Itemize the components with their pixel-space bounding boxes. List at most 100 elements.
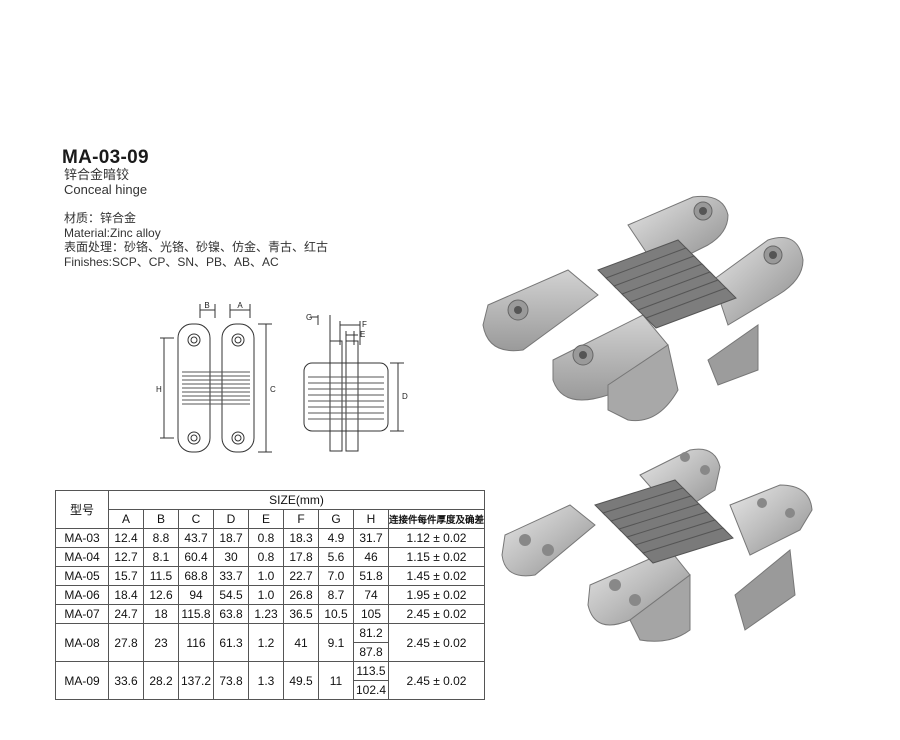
front-view-drawing: B A H C [156,301,276,453]
dim-label-b: B [204,301,209,310]
column-header: H [353,509,389,529]
cell-h: 51.8 [353,566,389,586]
cell-h: 102.4 [353,680,389,700]
cell-model: MA-09 [55,661,109,700]
cell-h: 46 [353,547,389,567]
cell-model: MA-06 [55,585,109,605]
product-name-cn: 锌合金暗铰 [64,167,130,182]
cell-e: 1.0 [248,585,284,605]
cell-e: 1.23 [248,604,284,624]
cell-a: 12.4 [108,528,144,548]
cell-a: 15.7 [108,566,144,586]
cell-f: 22.7 [283,566,319,586]
cell-model: MA-07 [55,604,109,624]
cell-f: 49.5 [283,661,319,700]
cell-tolerance: 2.45 ± 0.02 [387,661,486,700]
table-row: 102.4 [56,680,485,700]
cell-g: 8.7 [318,585,354,605]
cell-model: MA-08 [55,623,109,662]
material-cn: 材质：锌合金 [64,211,137,225]
cell-f: 18.3 [283,528,319,548]
column-header: C [178,509,214,529]
cell-e: 1.0 [248,566,284,586]
hinge-photo-top [482,195,804,422]
cell-model: MA-04 [55,547,109,567]
cell-b: 8.8 [143,528,179,548]
cell-g: 9.1 [318,623,354,662]
cell-a: 27.8 [108,623,144,662]
cell-f: 26.8 [283,585,319,605]
cell-f: 41 [283,623,319,662]
cell-h: 87.8 [353,642,389,662]
cell-a: 12.7 [108,547,144,567]
cell-f: 36.5 [283,604,319,624]
cell-h: 74 [353,585,389,605]
dim-label-h: H [156,385,162,394]
cell-c: 116 [178,623,214,662]
cell-b: 8.1 [143,547,179,567]
cell-g: 4.9 [318,528,354,548]
cell-tolerance: 2.45 ± 0.02 [387,623,486,662]
product-name-en: Conceal hinge [64,182,148,197]
cell-h: 105 [353,604,389,624]
cell-tolerance: 1.15 ± 0.02 [387,547,486,567]
dim-label-d: D [402,392,408,401]
dim-label-e: E [360,330,365,339]
cell-a: 24.7 [108,604,144,624]
cell-tolerance: 1.45 ± 0.02 [387,566,486,586]
cell-b: 11.5 [143,566,179,586]
cell-tolerance: 2.45 ± 0.02 [387,604,486,624]
cell-e: 0.8 [248,547,284,567]
column-header: G [318,509,354,529]
cell-f: 17.8 [283,547,319,567]
table-row: 87.8 [56,642,485,662]
cell-model: MA-05 [55,566,109,586]
dim-label-f: F [362,320,367,329]
model-title: MA-03-09 [62,147,149,168]
cell-d: 54.5 [213,585,249,605]
cell-h: 31.7 [353,528,389,548]
column-header: E [248,509,284,529]
cell-c: 94 [178,585,214,605]
column-header: A [108,509,144,529]
cell-d: 33.7 [213,566,249,586]
cell-d: 18.7 [213,528,249,548]
cell-c: 43.7 [178,528,214,548]
cell-c: 115.8 [178,604,214,624]
cell-tolerance: 1.95 ± 0.02 [387,585,486,605]
cell-d: 63.8 [213,604,249,624]
cell-g: 11 [318,661,354,700]
header-model: 型号 [55,490,109,529]
column-header: B [143,509,179,529]
column-header: F [283,509,319,529]
cell-d: 73.8 [213,661,249,700]
hinge-photo-bottom [501,448,813,642]
side-view-drawing: G F E D [303,313,408,452]
finish-en: Finishes:SCP、CP、SN、PB、AB、AC [64,255,279,269]
cell-e: 0.8 [248,528,284,548]
cell-d: 30 [213,547,249,567]
cell-b: 18 [143,604,179,624]
cell-a: 33.6 [108,661,144,700]
cell-g: 5.6 [318,547,354,567]
cell-b: 28.2 [143,661,179,700]
cell-h: 113.5 [353,661,389,681]
cell-b: 23 [143,623,179,662]
column-header: 连接件每件厚度及确差 [387,509,486,529]
cell-e: 1.2 [248,623,284,662]
cell-b: 12.6 [143,585,179,605]
cell-c: 137.2 [178,661,214,700]
cell-tolerance: 1.12 ± 0.02 [387,528,486,548]
dim-label-g: G [306,313,312,322]
cell-model: MA-03 [55,528,109,548]
